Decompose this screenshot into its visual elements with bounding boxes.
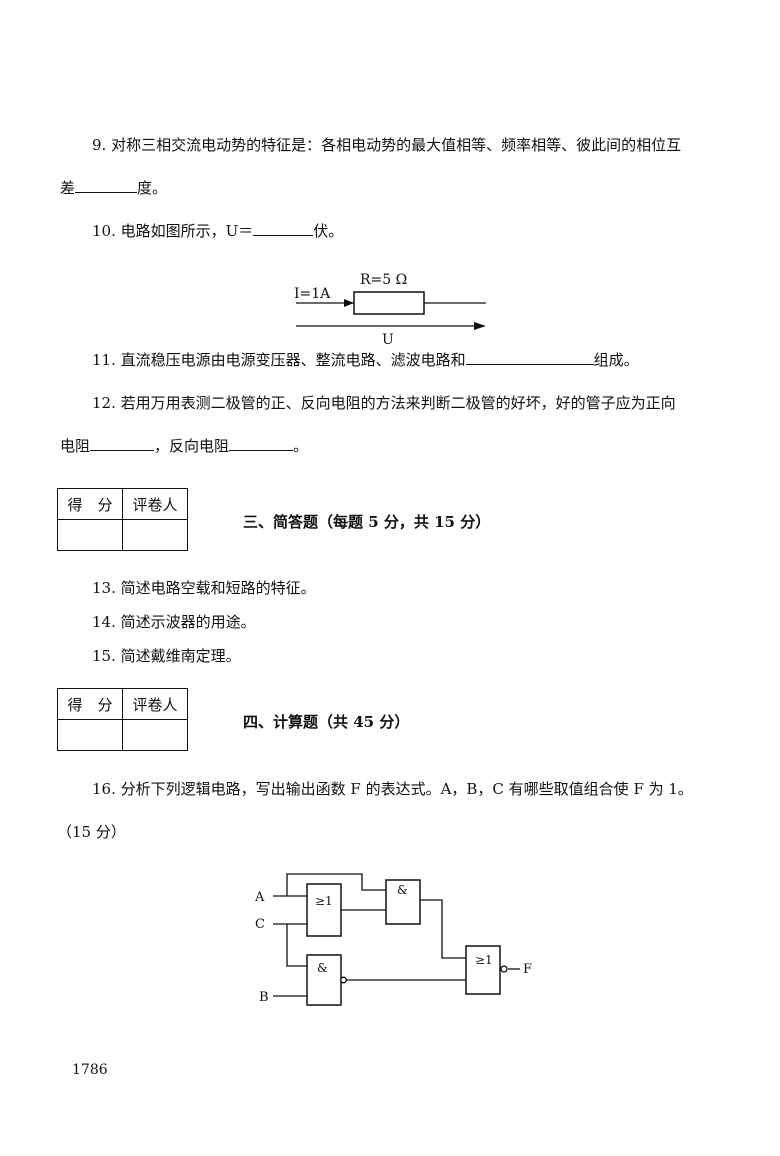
- q9-suffix: 度。: [137, 179, 168, 197]
- and2-symbol: &: [397, 883, 408, 897]
- q10-suffix: 伏。: [313, 222, 344, 240]
- score-header: 得 分: [57, 488, 123, 520]
- q12-part2: ，反向电阻: [154, 437, 230, 455]
- q11-prefix: 11. 直流稳压电源由电源变压器、整流电路、滤波电路和: [92, 351, 466, 369]
- q16-line2: （15 分）: [57, 823, 126, 841]
- q12-line2: 电阻 ，反向电阻 。: [60, 436, 308, 456]
- q9-prefix: 差: [60, 179, 76, 197]
- score-box-section4: 得 分 评卷人: [57, 688, 188, 751]
- grader-header: 评卷人: [122, 488, 188, 520]
- input-a-label: A: [254, 890, 265, 905]
- q15-line: 15. 简述戴维南定理。: [92, 647, 241, 665]
- a-branch-wire: [286, 873, 386, 896]
- resistor-label: R=5 Ω: [360, 272, 407, 288]
- input-c-label: C: [255, 917, 265, 932]
- resistor-circuit-figure: I=1A R=5 Ω U: [294, 272, 486, 348]
- nand-symbol: &: [317, 961, 328, 975]
- c-branch-wire: [286, 924, 307, 967]
- q12-part3: 。: [293, 437, 309, 455]
- q16-line1: 16. 分析下列逻辑电路，写出输出函数 F 的表达式。A，B，C 有哪些取值组合…: [92, 780, 693, 798]
- nand-bubble-icon: [340, 976, 347, 984]
- q13-line: 13. 简述电路空载和短路的特征。: [92, 579, 316, 597]
- score-header: 得 分: [57, 688, 123, 720]
- and2-output-wire: [420, 899, 466, 959]
- nor-symbol: ≥1: [475, 953, 493, 967]
- q11-blank: [465, 350, 594, 365]
- output-f-label: F: [523, 962, 532, 977]
- score-cell[interactable]: [57, 719, 123, 751]
- or1-symbol: ≥1: [315, 894, 333, 908]
- logic-circuit-figure: ≥1 & & ≥1 A C B F: [254, 873, 532, 1006]
- q12-part1: 电阻: [60, 437, 91, 455]
- q14-line: 14. 简述示波器的用途。: [92, 613, 256, 631]
- resistor-symbol: [353, 291, 425, 315]
- q11-line: 11. 直流稳压电源由电源变压器、整流电路、滤波电路和 组成。: [92, 350, 639, 370]
- section4-heading: 四、计算题（共 45 分）: [243, 713, 410, 731]
- q11-suffix: 组成。: [593, 351, 639, 369]
- nand-gate: [306, 954, 342, 1006]
- q10-line: 10. 电路如图所示，U＝ 伏。: [92, 221, 343, 241]
- or-gate-1: [306, 883, 342, 937]
- nor-bubble-icon: [500, 965, 508, 973]
- nor-gate: [465, 945, 501, 995]
- q9-blank: [75, 178, 138, 193]
- current-label: I=1A: [294, 286, 331, 302]
- q10-blank: [253, 221, 314, 236]
- grader-cell[interactable]: [122, 719, 188, 751]
- voltage-label: U: [382, 332, 394, 348]
- grader-cell[interactable]: [122, 519, 188, 551]
- score-cell[interactable]: [57, 519, 123, 551]
- input-b-label: B: [259, 990, 269, 1005]
- q12-blank2: [229, 436, 294, 451]
- q10-prefix: 10. 电路如图所示，U＝: [92, 222, 254, 240]
- score-box-section3: 得 分 评卷人: [57, 488, 188, 551]
- section3-heading: 三、简答题（每题 5 分，共 15 分）: [243, 513, 491, 531]
- and-gate-2: [385, 879, 421, 925]
- q9-line2: 差 度。: [60, 178, 167, 198]
- voltage-arrow-icon: [474, 322, 486, 330]
- q9-line1: 9. 对称三相交流电动势的特征是：各相电动势的最大值相等、频率相等、彼此间的相位…: [92, 136, 682, 154]
- current-arrow-icon: [344, 299, 354, 307]
- q12-line1: 12. 若用万用表测二极管的正、反向电阻的方法来判断二极管的好坏，好的管子应为正…: [92, 394, 676, 412]
- q12-blank1: [90, 436, 155, 451]
- page-number: 1786: [72, 1062, 108, 1078]
- grader-header: 评卷人: [122, 688, 188, 720]
